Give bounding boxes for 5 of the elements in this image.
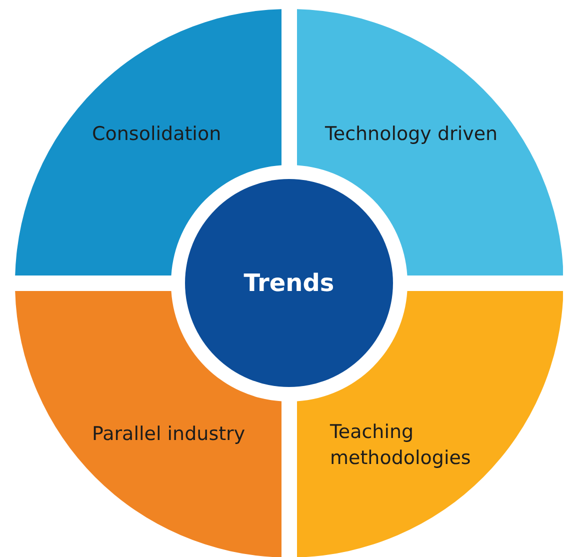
center-label: Trends (244, 269, 334, 297)
segment-label: Teaching methodologies (330, 420, 472, 471)
segment-label: Parallel industry (92, 422, 246, 447)
segment-label: Consolidation (92, 122, 222, 147)
segment-label: Technology driven (325, 122, 499, 147)
